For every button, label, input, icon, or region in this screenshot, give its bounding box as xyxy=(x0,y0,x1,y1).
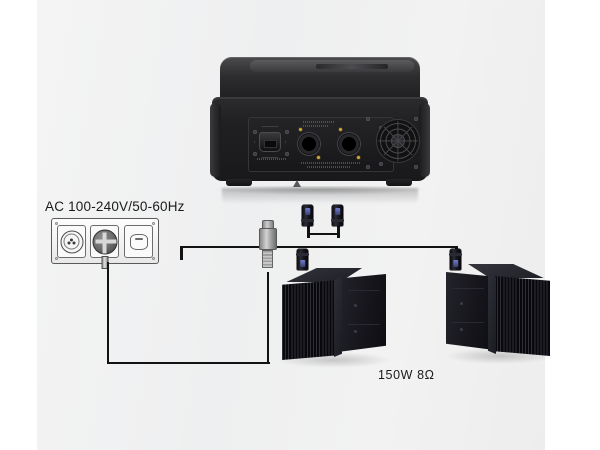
speaker-left[interactable] xyxy=(278,268,386,360)
panel-legend-text xyxy=(303,125,329,127)
amplifier-foot xyxy=(226,179,252,186)
speaker-panel-seam xyxy=(452,322,484,323)
panel-screw xyxy=(253,130,257,134)
panel-screw xyxy=(253,152,257,156)
powercon-connector[interactable] xyxy=(258,220,277,272)
ac-input-label: AC 100-240V/50-60Hz xyxy=(45,199,185,214)
plug-cross-horizontal xyxy=(95,239,116,244)
wall-socket-panel[interactable] xyxy=(51,218,159,269)
speaker-baffle-edge xyxy=(488,274,496,354)
amplifier-reflection xyxy=(222,188,418,204)
speaker-mount-point xyxy=(460,302,463,305)
speakon-plug-amp-right[interactable] xyxy=(331,205,344,226)
round-socket-inner xyxy=(63,233,80,250)
speakon-plug-amp-left[interactable] xyxy=(301,205,314,226)
connector-thread xyxy=(262,250,273,268)
jack-screw xyxy=(339,128,343,132)
jack-screw xyxy=(299,128,303,132)
amplifier-unit[interactable] xyxy=(208,57,432,189)
speakon-collar xyxy=(301,219,314,222)
warning-triangle-icon xyxy=(293,180,301,187)
socket-round-3pin[interactable] xyxy=(57,225,86,258)
speaker-grille-left xyxy=(282,280,338,360)
speaker-mount-point xyxy=(354,330,357,333)
jack-screw xyxy=(317,156,321,160)
y-split-bar-left xyxy=(307,232,323,236)
speakon-output-2[interactable] xyxy=(337,132,361,156)
iec-power-inlet[interactable] xyxy=(259,132,281,152)
panel-screw xyxy=(285,130,289,134)
socket-with-plug[interactable] xyxy=(90,225,119,269)
speaker-mount-point xyxy=(354,304,357,307)
panel-screw xyxy=(379,162,383,166)
speaker-grille-right xyxy=(494,276,550,356)
amplifier-screw xyxy=(366,165,370,169)
panel-corner-screw xyxy=(151,256,155,260)
ac-power-cable-segment xyxy=(106,361,270,365)
panel-screw xyxy=(285,152,289,156)
speaker-panel-seam xyxy=(348,324,380,325)
speakon-collar xyxy=(296,253,309,256)
speaker-right[interactable] xyxy=(446,264,552,356)
socket-pin xyxy=(72,241,76,245)
socket-pin xyxy=(69,238,74,242)
amplifier-side-handle-right[interactable] xyxy=(419,103,430,177)
amplifier-side-handle-left[interactable] xyxy=(210,103,221,177)
round-socket-icon xyxy=(60,230,83,253)
amplifier-screw xyxy=(414,165,418,169)
panel-legend-text xyxy=(307,166,351,168)
cylinder-outlet-icon xyxy=(129,233,148,250)
speakon-output-1[interactable] xyxy=(297,132,321,156)
panel-corner-screw xyxy=(55,222,59,226)
y-split-leg-right xyxy=(337,226,340,238)
amplifier-rear-panel xyxy=(248,117,394,187)
speaker-panel-seam xyxy=(348,290,380,291)
ac-power-cable-segment xyxy=(106,262,110,364)
speaker-cabinet-side xyxy=(446,272,494,350)
socket-pin xyxy=(67,241,71,245)
speaker-baffle-edge xyxy=(334,277,342,357)
amplifier-screw xyxy=(414,117,418,121)
speaker-cabinet-side xyxy=(338,274,386,352)
speakon-collar xyxy=(449,253,462,256)
amplifier-screw xyxy=(366,117,370,121)
power-plug-icon xyxy=(92,229,117,254)
panel-legend-text xyxy=(303,121,335,123)
speaker-rating-label: 150W 8Ω xyxy=(378,368,435,382)
panel-corner-screw xyxy=(55,256,59,260)
amplifier-lid-strip xyxy=(316,64,388,69)
speaker-mount-point xyxy=(460,328,463,331)
speakon-plug-speaker-1[interactable] xyxy=(296,249,309,270)
panel-legend-text xyxy=(257,158,287,160)
amplifier-foot xyxy=(386,179,412,186)
cooling-fan-grille xyxy=(376,119,420,163)
y-split-bar-right xyxy=(320,232,340,236)
speaker-panel-seam xyxy=(452,288,484,289)
speakon-plug-speaker-2[interactable] xyxy=(449,249,462,270)
panel-legend-text xyxy=(301,162,361,164)
speaker-cable-drop-left xyxy=(180,245,183,260)
y-split-leg-left xyxy=(307,226,310,238)
speakon-collar xyxy=(331,219,344,222)
socket-cylinder-outlet[interactable] xyxy=(124,225,153,258)
amplifier-shadow xyxy=(214,186,426,195)
panel-corner-screw xyxy=(151,222,155,226)
iec-inlet-bezel xyxy=(254,126,286,158)
amplifier-lid xyxy=(220,57,420,103)
connector-body xyxy=(258,228,277,250)
speaker-cable-trunk xyxy=(181,245,457,249)
cylinder-outlet-slot xyxy=(134,237,143,240)
jack-screw xyxy=(357,156,361,160)
ac-power-cable-segment xyxy=(266,272,270,363)
